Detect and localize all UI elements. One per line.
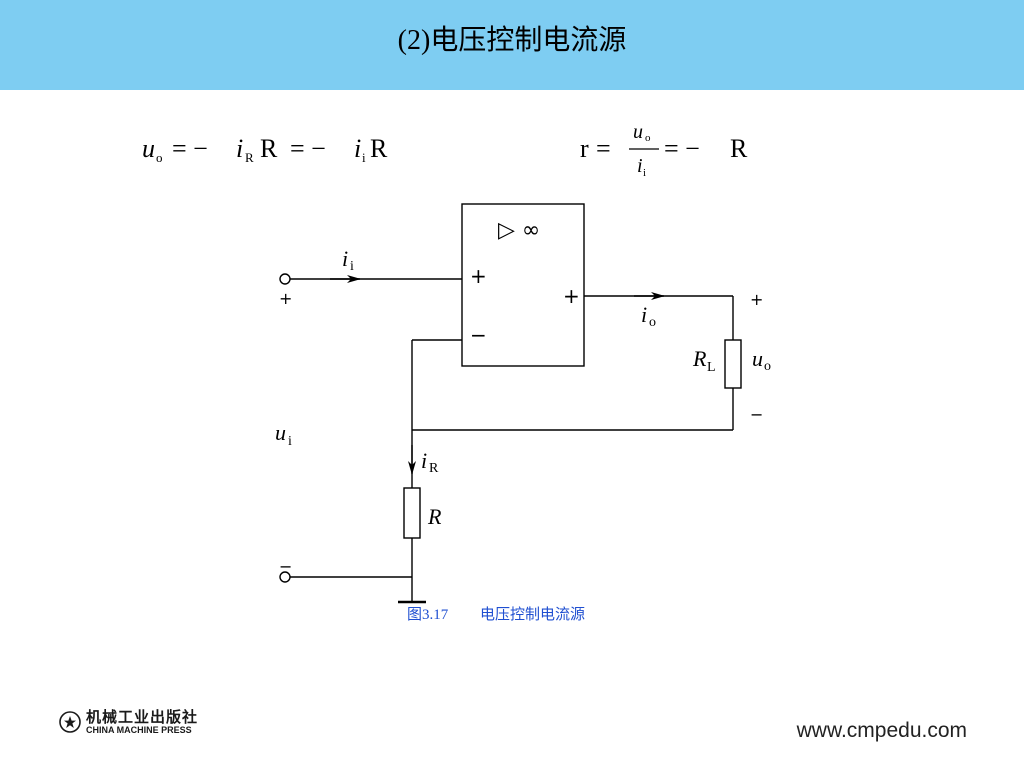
publisher-name-en: CHINA MACHINE PRESS bbox=[86, 725, 192, 735]
op-amp-plus-input: + bbox=[470, 264, 487, 288]
formula-left: u o = − i R R = − i i R bbox=[142, 134, 388, 165]
label-load-plus: + bbox=[750, 290, 763, 309]
label-ui-var: u bbox=[275, 420, 286, 445]
label-R: R bbox=[427, 504, 442, 529]
slide-title: (2)电压控制电流源 bbox=[397, 25, 627, 56]
formula-ii-var: i bbox=[354, 134, 361, 163]
formula-ii-sub: i bbox=[362, 150, 366, 165]
formula-r-R: R bbox=[730, 134, 748, 163]
formula-iR-var: i bbox=[236, 134, 243, 163]
resistor-R bbox=[403, 487, 421, 539]
formula-uo-sub: o bbox=[156, 150, 163, 165]
label-RL-sub: L bbox=[707, 360, 716, 375]
op-amp-plus-output: + bbox=[563, 284, 580, 308]
resistor-RL bbox=[724, 339, 742, 389]
formula-eq1: = − bbox=[172, 134, 208, 163]
op-amp-minus-input: − bbox=[470, 323, 487, 347]
fraction-den-var: i bbox=[637, 155, 643, 177]
formula-r-eq1: = bbox=[596, 134, 611, 163]
fraction-den-sub: i bbox=[643, 167, 646, 179]
formula-uo-var: u bbox=[142, 134, 155, 163]
label-load-minus: − bbox=[750, 405, 763, 424]
label-uo-sub: o bbox=[764, 359, 771, 374]
op-amp bbox=[461, 203, 585, 367]
publisher-logo: 机械工业出版社 CHINA MACHINE PRESS bbox=[58, 706, 248, 740]
title-bar: (2)电压控制电流源 bbox=[0, 0, 1024, 90]
publisher-emblem-icon bbox=[59, 711, 81, 733]
op-amp-body bbox=[461, 203, 585, 367]
label-input-plus: + bbox=[279, 289, 292, 308]
fraction-num-var: u bbox=[633, 121, 643, 143]
label-ii-sub: i bbox=[350, 259, 354, 274]
caption-text: 电压控制电流源 bbox=[480, 605, 585, 623]
formula-R1: R bbox=[260, 134, 278, 163]
fraction-num-sub: o bbox=[645, 132, 651, 144]
label-input-minus: − bbox=[279, 557, 292, 576]
formula-R2: R bbox=[370, 134, 388, 163]
label-ii-var: i bbox=[342, 246, 348, 271]
label-iR-sub: R bbox=[429, 461, 439, 476]
input-terminal-bottom bbox=[279, 571, 291, 583]
wires bbox=[290, 278, 734, 602]
formula-eq2: = − bbox=[290, 134, 326, 163]
formula-r-eq2: = − bbox=[664, 134, 700, 163]
label-io-sub: o bbox=[649, 315, 656, 330]
formula-right: r = u o i i = − R bbox=[580, 121, 748, 179]
publisher-name-cn: 机械工业出版社 bbox=[86, 708, 199, 726]
label-ui-sub: i bbox=[288, 434, 292, 449]
label-io-var: i bbox=[641, 302, 647, 327]
label-uo-var: u bbox=[752, 346, 763, 371]
website-url: www.cmpedu.com bbox=[796, 719, 967, 742]
label-RL-var: R bbox=[692, 346, 707, 371]
label-iR-var: i bbox=[421, 448, 427, 473]
formula-r: r bbox=[580, 134, 589, 163]
op-amp-symbol: ▷ ∞ bbox=[498, 218, 540, 243]
input-terminal-top bbox=[279, 273, 291, 285]
formula-iR-sub: R bbox=[245, 150, 254, 165]
caption-figure-number: 图3.17 bbox=[407, 606, 449, 623]
